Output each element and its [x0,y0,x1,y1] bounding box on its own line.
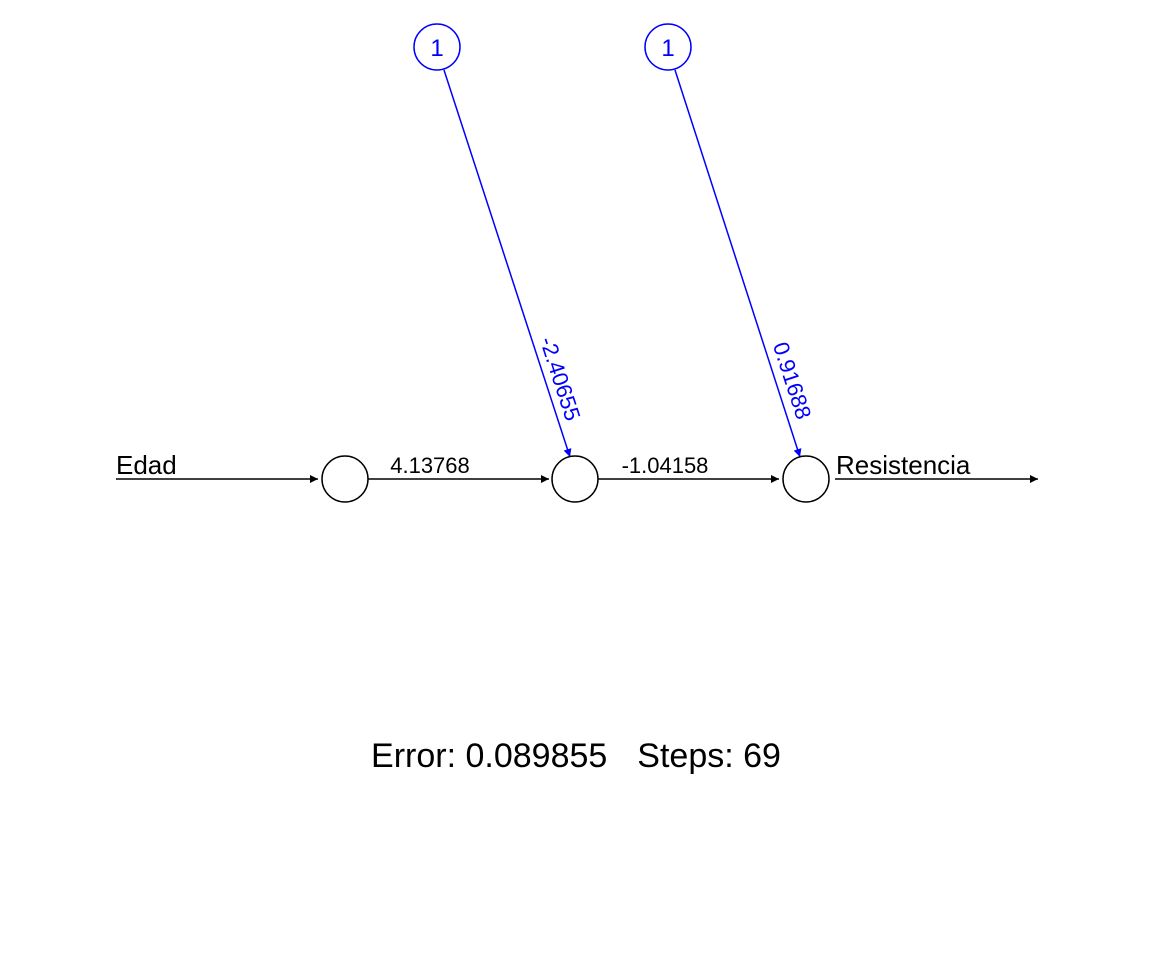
output-node [782,455,830,503]
bias-node-2-label: 1 [661,35,674,62]
steps-label: Steps: [637,737,733,775]
bias-edge-1 [443,69,572,458]
footer-summary: Error: 0.089855 Steps: 69 [371,737,781,775]
output-label: Resistencia [836,450,971,480]
bias-node-1 [413,23,461,71]
weight-1-label: 4.13768 [390,453,470,478]
bias-node-2 [644,23,692,71]
error-label: Error: [371,737,456,775]
bias-edge-2 [674,69,802,458]
steps-value: 69 [743,737,781,775]
bias-node-1-label: 1 [430,35,443,62]
hidden-node [551,455,599,503]
bias-weight-1-label: -2.40655 [535,334,586,424]
input-node [321,455,369,503]
error-value: 0.089855 [465,737,607,775]
weight-2-label: -1.04158 [622,453,709,478]
input-label: Edad [116,450,177,480]
